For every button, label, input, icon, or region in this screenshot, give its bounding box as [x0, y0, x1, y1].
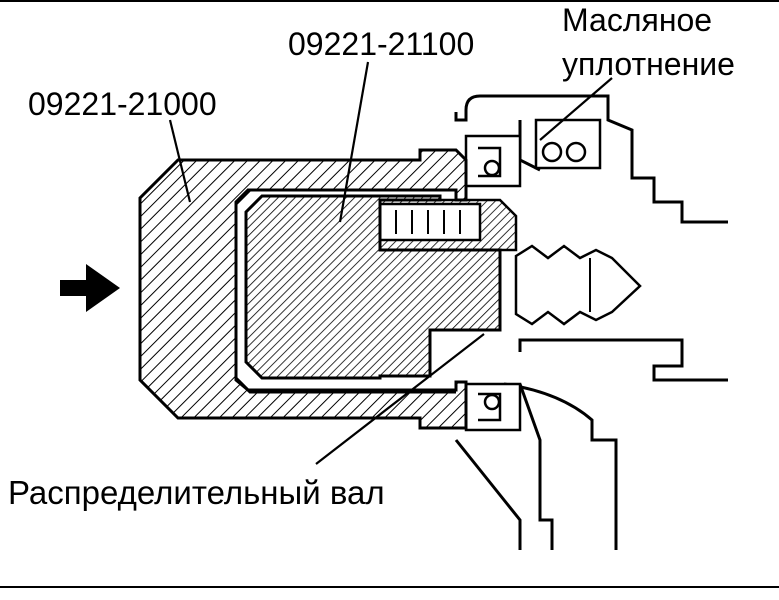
leader-lines — [168, 61, 613, 465]
label-tool-09221-21100: 09221-21100 — [288, 26, 475, 62]
leader-tool-inner — [338, 61, 370, 223]
label-tool-09221-21000: 09221-21000 — [28, 86, 217, 122]
label-oil-seal-line1: Масляное — [562, 2, 713, 38]
label-camshaft: Распределительный вал — [8, 474, 385, 511]
leader-camshaft — [315, 333, 485, 465]
leader-tool-outer — [168, 119, 192, 203]
arrow-right-icon — [60, 264, 120, 312]
leader-oil-seal — [539, 77, 613, 141]
oil-seal-bottom — [464, 382, 522, 432]
tool-inner-body — [234, 188, 502, 394]
oil-seal-top — [464, 118, 602, 188]
label-oil-seal-line2: уплотнение — [562, 46, 735, 82]
